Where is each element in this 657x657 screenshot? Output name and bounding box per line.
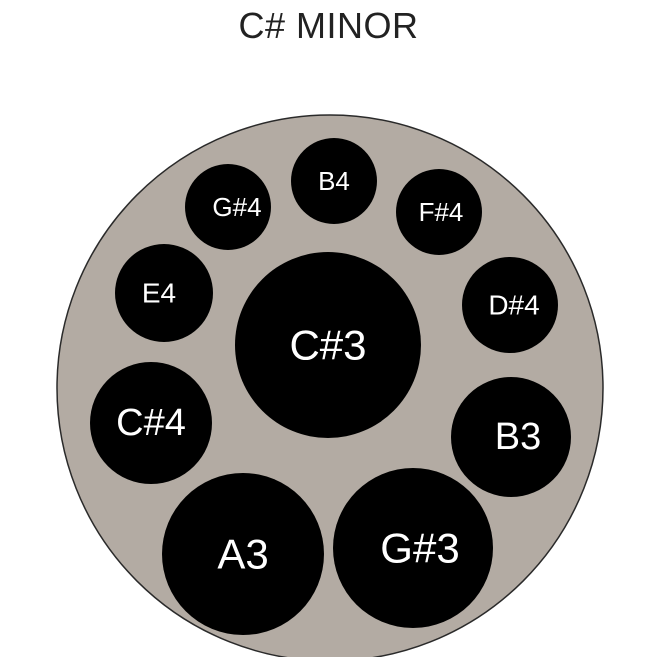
- note-d-sharp-4[interactable]: D#4: [462, 257, 558, 353]
- note-b4[interactable]: B4: [291, 138, 377, 224]
- note-a3[interactable]: A3: [162, 473, 324, 635]
- note-label: A3: [217, 531, 268, 578]
- note-ding[interactable]: C#3: [235, 252, 421, 438]
- note-label: G#3: [380, 525, 459, 572]
- note-label: D#4: [488, 290, 539, 321]
- note-label: B3: [495, 416, 541, 458]
- note-label: E4: [142, 278, 176, 309]
- note-e4[interactable]: E4: [115, 244, 213, 342]
- note-label: C#3: [289, 322, 366, 369]
- note-label: B4: [318, 166, 350, 196]
- note-g-sharp-3[interactable]: G#3: [333, 468, 493, 628]
- note-label: C#4: [116, 402, 186, 444]
- note-f-sharp-4[interactable]: F#4: [396, 169, 482, 255]
- note-b3[interactable]: B3: [451, 377, 571, 497]
- note-label: F#4: [419, 197, 464, 227]
- note-c-sharp-4[interactable]: C#4: [90, 362, 212, 484]
- scale-title: C# MINOR: [238, 5, 419, 46]
- note-g-sharp-4[interactable]: G#4: [185, 164, 271, 250]
- note-label: G#4: [212, 192, 261, 222]
